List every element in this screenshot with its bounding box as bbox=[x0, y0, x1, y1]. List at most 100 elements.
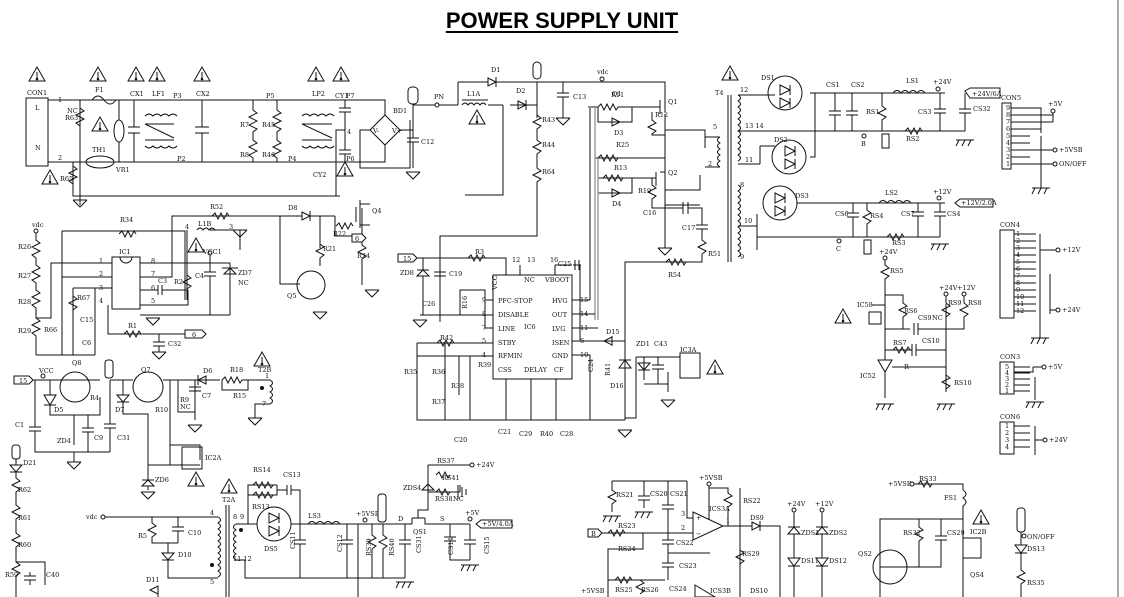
t2a-pin: 11 12 bbox=[233, 555, 252, 563]
connector-pin-label: 6 bbox=[1006, 125, 1010, 133]
net-tag-b bbox=[587, 528, 603, 538]
warning-icon bbox=[332, 66, 350, 82]
ic6-pin-num: 13 bbox=[527, 256, 535, 264]
connector-pin-label: 5 bbox=[1006, 132, 1010, 140]
bd1-label: BD1 bbox=[393, 107, 407, 115]
ground-symbol bbox=[364, 289, 380, 298]
c29-label: C29 bbox=[519, 430, 532, 438]
zd7-zener bbox=[222, 263, 238, 315]
warning-icon bbox=[336, 161, 354, 177]
q5-label: Q5 bbox=[287, 292, 296, 300]
rs9-supply-label: +24V bbox=[939, 284, 958, 292]
net-tag-15-text: 15 bbox=[403, 255, 411, 263]
t2a-pin: 4 bbox=[210, 509, 214, 517]
zd8-label: ZD8 bbox=[400, 269, 414, 277]
ic6-pin-num: 7 bbox=[482, 324, 486, 332]
warning-icon bbox=[307, 66, 325, 82]
net-tag-6 bbox=[184, 329, 207, 339]
r35-label: R35 bbox=[404, 368, 417, 376]
l1b-pin: 4 bbox=[185, 223, 189, 231]
zd1-label: ZD1 bbox=[636, 340, 650, 348]
r63-label: R63 bbox=[65, 114, 78, 122]
con5-net-5v: +5V bbox=[1048, 100, 1063, 108]
rs3-resistor bbox=[886, 232, 905, 242]
q4-label: Q4 bbox=[372, 207, 381, 215]
lp2-label: LP2 bbox=[312, 90, 325, 98]
warning-icon bbox=[91, 116, 109, 132]
p5-label: P5 bbox=[266, 92, 275, 100]
vdc-label: vdc bbox=[31, 221, 44, 229]
rs8-label: RS8 bbox=[968, 299, 981, 307]
tag-5v-4a bbox=[475, 519, 513, 529]
ic6-pin-name: VCC bbox=[491, 275, 499, 291]
rs38-label: RS38 bbox=[435, 495, 453, 503]
lp2-choke bbox=[301, 113, 335, 149]
chassis-ground bbox=[634, 511, 654, 519]
cs29-label: CS29 bbox=[947, 529, 965, 537]
ls3-label: LS3 bbox=[308, 512, 321, 520]
c40-label: C40 bbox=[46, 571, 59, 579]
tag-5v-4a-text: +5V/4.0A bbox=[482, 520, 514, 528]
p2-label: P2 bbox=[177, 155, 186, 163]
ds13-rs35 bbox=[1014, 532, 1028, 597]
net-flag bbox=[407, 86, 419, 105]
q8-label: Q8 bbox=[72, 359, 81, 367]
input-filter-section: CON1 L N NC R63 F1 TH1 VR1 CX1 LF1 P3 P2… bbox=[25, 66, 355, 208]
cs12-label: CS12 bbox=[336, 534, 344, 552]
r24-label: R24 bbox=[357, 252, 370, 260]
cs15-label: CS15 bbox=[483, 536, 491, 554]
connector-pin-label: 1 bbox=[1005, 422, 1009, 430]
node-b-terminal bbox=[861, 133, 867, 139]
ic6-pin-name: NC bbox=[524, 276, 535, 284]
onoff-terminal bbox=[1021, 533, 1027, 539]
connector-pin-label: 9 bbox=[1006, 104, 1010, 112]
r40-label: R40 bbox=[540, 430, 553, 438]
r43-label: R43 bbox=[542, 116, 555, 124]
chassis-ground bbox=[1031, 187, 1051, 195]
cx2-label: CX2 bbox=[196, 90, 210, 98]
rs39-label: RS39 bbox=[365, 538, 373, 556]
q7-label: Q7 bbox=[141, 366, 150, 374]
ground-symbol bbox=[457, 485, 467, 499]
rs41-label: RS41 bbox=[442, 474, 460, 482]
q1-label: Q1 bbox=[612, 90, 621, 98]
t2a-secondary bbox=[233, 523, 405, 579]
warning-icon bbox=[89, 66, 107, 82]
net-tag-15 bbox=[13, 375, 34, 385]
con3-label: CON3 bbox=[1000, 353, 1020, 361]
c25-capacitor bbox=[573, 260, 581, 270]
rail-5v-terminal bbox=[467, 516, 473, 522]
c15-label: C15 bbox=[80, 316, 93, 324]
connector-pin-label: 5 bbox=[1005, 363, 1009, 371]
r63-resistor bbox=[74, 107, 86, 127]
t4-pin-10: 10 bbox=[744, 217, 752, 225]
ds3-diode bbox=[762, 185, 798, 221]
f1-fuse bbox=[91, 95, 117, 105]
net-flag bbox=[1016, 507, 1026, 533]
d3-diode bbox=[597, 107, 633, 127]
zd7-label: ZD7 bbox=[238, 269, 252, 277]
c3-label: C3 bbox=[158, 277, 167, 285]
r11-label: R11 bbox=[611, 91, 624, 99]
r10-label: R10 bbox=[155, 406, 168, 414]
warning-icon bbox=[193, 66, 211, 82]
qs1-label: QS1 bbox=[413, 528, 427, 536]
ic6-pin-name: OUT bbox=[552, 311, 568, 319]
rs35-label: RS35 bbox=[1027, 579, 1045, 587]
ic6-pin-name: STBY bbox=[498, 339, 516, 347]
rail-5vsb-terminal bbox=[362, 517, 368, 523]
rs9-label: RS9 bbox=[948, 299, 961, 307]
rs29-label: RS29 bbox=[742, 550, 760, 558]
net-flag bbox=[11, 444, 21, 460]
rs3-label: RS3 bbox=[892, 239, 905, 247]
vdc-label: vdc bbox=[85, 513, 98, 521]
q5-transistor bbox=[296, 270, 326, 300]
rs25-label: RS25 bbox=[615, 586, 633, 594]
warning-icon bbox=[41, 169, 59, 185]
r1-c32 bbox=[123, 329, 185, 352]
zd1-c43 bbox=[625, 356, 680, 419]
con5-net-5vsb: +5VSB bbox=[1059, 146, 1083, 154]
cs14-label: CS14 bbox=[447, 537, 455, 555]
rail-5vsb-label: +5VSB bbox=[581, 587, 605, 595]
